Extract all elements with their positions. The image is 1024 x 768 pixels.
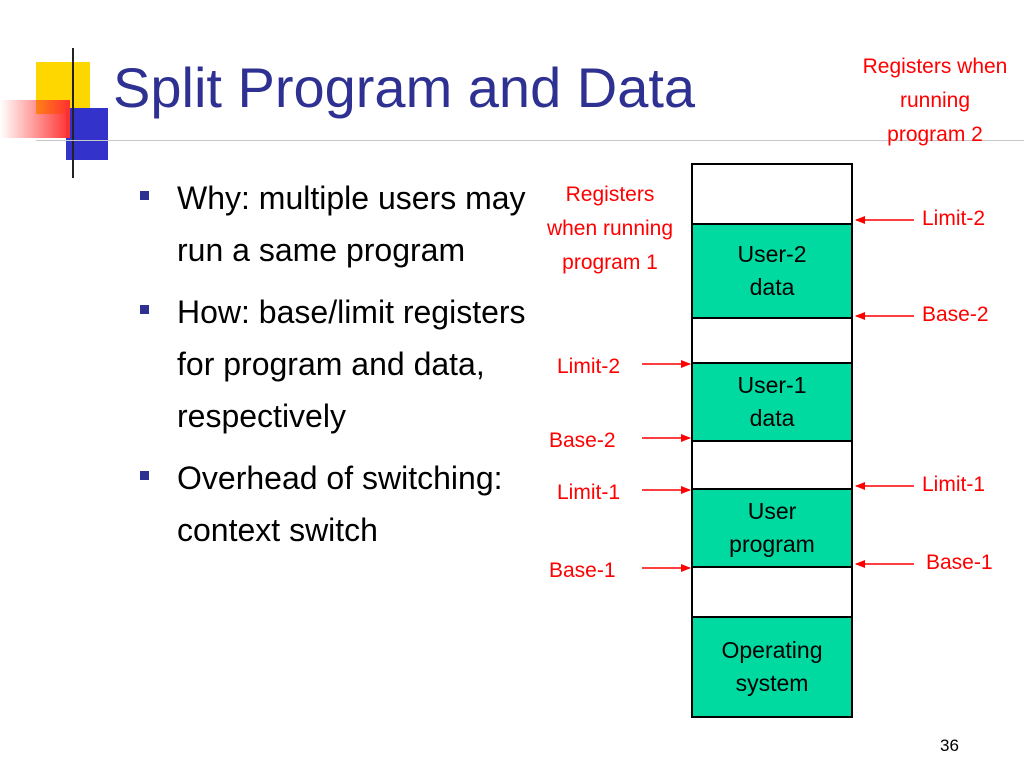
program2-base1-label: Base-1 xyxy=(926,551,993,574)
memory-block-operating-system: Operating system xyxy=(691,616,853,718)
memory-block-free xyxy=(691,317,853,364)
bullet-item: Why: multiple users may run a same progr… xyxy=(140,172,580,276)
program2-base2-label: Base-2 xyxy=(922,303,989,326)
page-number: 36 xyxy=(940,736,959,755)
memory-block-user2-data: User-2 data xyxy=(691,223,853,319)
bullet-item: Overhead of switching: context switch xyxy=(140,452,580,556)
bullet-text: How: base/limit registers for program an… xyxy=(177,294,526,434)
decorative-red-bar xyxy=(0,100,70,138)
memory-block-free xyxy=(691,566,853,618)
memory-block-free xyxy=(691,163,853,225)
bullet-square-icon xyxy=(140,305,149,314)
program1-base2-label: Base-2 xyxy=(549,429,616,452)
registers-program2-heading: Registers when running program 2 xyxy=(862,55,1008,146)
title-divider xyxy=(36,140,1024,141)
program2-limit2-label: Limit-2 xyxy=(922,207,986,230)
program1-base1-label: Base-1 xyxy=(549,559,616,582)
decorative-vertical-line xyxy=(72,48,74,178)
program1-limit2-label: Limit-2 xyxy=(557,355,621,378)
bullet-square-icon xyxy=(140,191,149,200)
slide-title: Split Program and Data xyxy=(113,56,696,119)
program2-limit1-label: Limit-1 xyxy=(922,473,986,496)
memory-block-free xyxy=(691,440,853,490)
bullet-list: Why: multiple users may run a same progr… xyxy=(140,172,580,566)
bullet-square-icon xyxy=(140,471,149,480)
bullet-item: How: base/limit registers for program an… xyxy=(140,286,580,442)
registers-program1-heading: Registers when running program 1 xyxy=(546,183,674,274)
program1-limit1-label: Limit-1 xyxy=(557,481,621,504)
bullet-text: Overhead of switching: context switch xyxy=(177,460,503,548)
bullet-text: Why: multiple users may run a same progr… xyxy=(177,180,526,268)
memory-block-user-program: User program xyxy=(691,488,853,568)
